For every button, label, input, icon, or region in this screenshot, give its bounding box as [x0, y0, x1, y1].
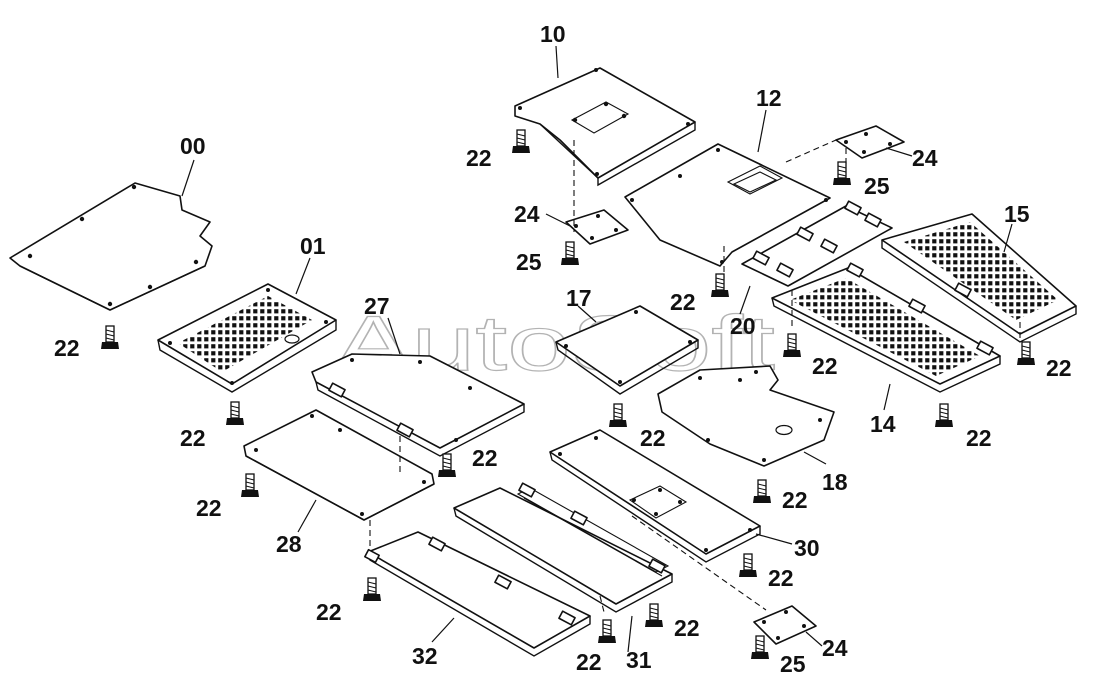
part-14-perforated-plate [771, 262, 1001, 393]
label-15: 15 [1004, 201, 1030, 227]
bolt-icon [934, 403, 954, 428]
label-22: 22 [196, 495, 222, 521]
bolt-icon [240, 473, 260, 498]
part-12-cover-plate [624, 143, 831, 267]
bolt-icon [644, 603, 664, 628]
part-24-plate-top [835, 125, 905, 159]
label-22: 22 [670, 289, 696, 315]
label-24-top: 24 [912, 145, 938, 171]
part-28-cover-plate [243, 409, 435, 521]
label-18: 18 [822, 469, 848, 495]
label-22: 22 [472, 445, 498, 471]
label-25-top: 25 [864, 173, 890, 199]
bolt-icon [362, 577, 382, 602]
bolt-icon [710, 273, 730, 298]
bolt-icon [511, 129, 531, 154]
bolt-icon [738, 553, 758, 578]
leader-lines [181, 45, 1013, 653]
part-00-cover-plate [9, 182, 213, 311]
label-22: 22 [768, 565, 794, 591]
part-30-cover-plate [549, 429, 761, 563]
label-24-left: 24 [514, 201, 540, 227]
part-10-cover-plate [514, 67, 696, 187]
assembly-dashed-lines [369, 139, 1021, 613]
label-22: 22 [812, 353, 838, 379]
label-22: 22 [576, 649, 602, 675]
label-22: 22 [640, 425, 666, 451]
part-24-plate-left [565, 209, 629, 245]
label-28: 28 [276, 531, 302, 557]
bolt-icon [225, 401, 245, 426]
bolt-icon [560, 241, 580, 266]
bolt-icon [597, 619, 617, 644]
bolt-icon [100, 325, 120, 350]
part-31-cover-plate [453, 482, 673, 613]
label-17: 17 [566, 285, 592, 311]
label-22: 22 [54, 335, 80, 361]
label-22: 22 [466, 145, 492, 171]
part-labels: 00 01 10 12 15 14 17 27 18 20 28 30 31 3… [54, 21, 1072, 677]
part-17-cover-plate [555, 305, 699, 395]
label-20: 20 [730, 313, 756, 339]
label-00: 00 [180, 133, 206, 159]
label-22: 22 [316, 599, 342, 625]
bolt-icon [437, 453, 457, 478]
bolt-icon [782, 333, 802, 358]
label-27: 27 [364, 293, 390, 319]
label-30: 30 [794, 535, 820, 561]
label-10: 10 [540, 21, 566, 47]
bolt-icon [752, 479, 772, 504]
bolt-icon [832, 161, 852, 186]
label-22: 22 [180, 425, 206, 451]
label-01: 01 [300, 233, 326, 259]
part-24-plate-bottom [753, 605, 817, 645]
label-31: 31 [626, 647, 652, 673]
label-14: 14 [870, 411, 896, 437]
label-24-bottom: 24 [822, 635, 848, 661]
label-22: 22 [674, 615, 700, 641]
bolt-icon [750, 635, 770, 660]
label-22: 22 [966, 425, 992, 451]
part-27-cover-plate [311, 353, 525, 457]
part-18-cover-plate [657, 365, 835, 467]
part-15-perforated-plate [881, 213, 1077, 343]
label-25-bottom: 25 [780, 651, 806, 677]
label-22: 22 [1046, 355, 1072, 381]
part-20-bracket [741, 200, 893, 287]
bolt-icon [1016, 341, 1036, 366]
part-01-perforated-plate [157, 283, 337, 393]
part-32-cover-plate [364, 531, 591, 657]
bolt-icon [608, 403, 628, 428]
label-12: 12 [756, 85, 782, 111]
label-25-left: 25 [516, 249, 542, 275]
label-32: 32 [412, 643, 438, 669]
label-22: 22 [782, 487, 808, 513]
